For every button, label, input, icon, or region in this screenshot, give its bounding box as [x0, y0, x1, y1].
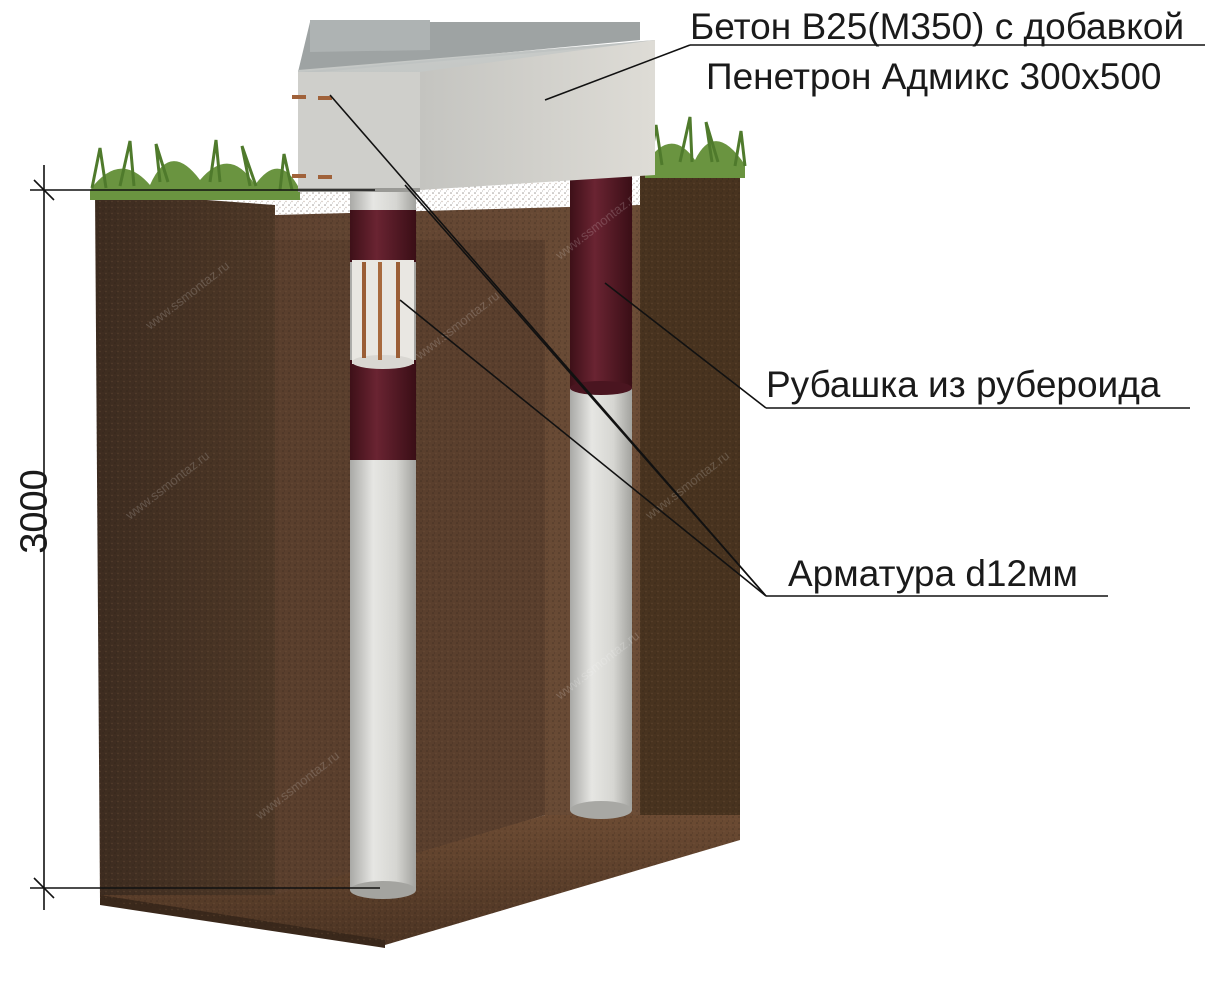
leader-jacket [604, 282, 767, 409]
pile-right [570, 165, 632, 819]
dimension-line [30, 165, 380, 910]
concrete-beam [292, 20, 655, 192]
rebar-bars [362, 262, 400, 360]
label-jacket: Рубашка из рубероида [766, 364, 1161, 405]
pile-left [350, 185, 416, 899]
leader-concrete [544, 44, 691, 101]
label-depth-dimension: 3000 [13, 469, 56, 554]
label-concrete-line2: Пенетрон Адмикс 300х500 [706, 56, 1162, 97]
leader-rebar-2 [399, 299, 767, 597]
leader-lines [329, 44, 1205, 597]
label-concrete-line1: Бетон B25(М350) с добавкой [690, 6, 1185, 47]
label-rebar: Арматура d12мм [788, 553, 1078, 594]
leader-rebar-3 [404, 184, 767, 597]
